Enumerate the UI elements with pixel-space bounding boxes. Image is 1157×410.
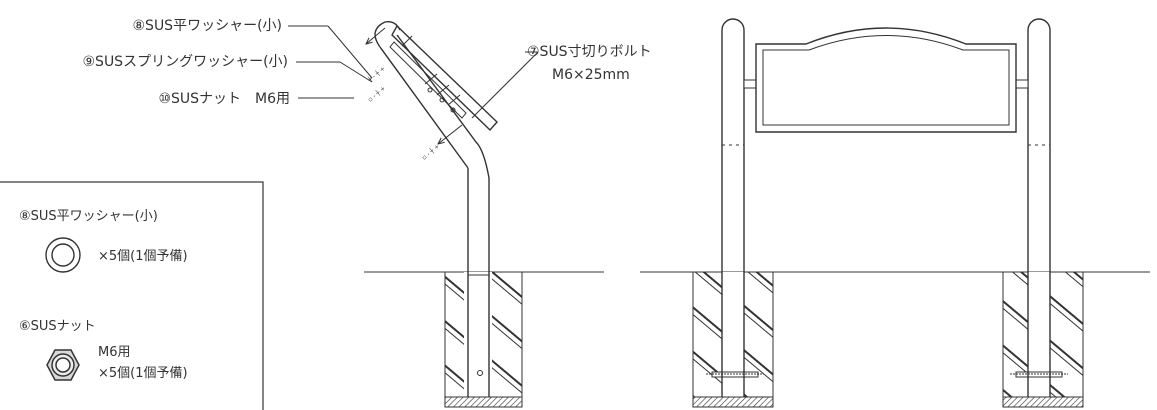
exploded-parts-3: ▫ - ┼ + [420,142,441,161]
foundation-right [1002,272,1084,408]
arrow-top [366,27,386,44]
exploded-parts-2: ▫ - ┼ + [366,84,387,103]
side-view: ╪ - ┼ + ▫ - ┼ + ▫ - ┼ + [364,20,604,408]
callout-washer-flat: ⑧SUS平ワッシャー(小) [133,18,283,34]
callouts: ⑧SUS平ワッシャー(小) ⑨SUSスプリングワッシャー(小) ⑩SUSナット … [83,18,652,119]
parts-item1-qty: ×5個(1個予備) [98,248,188,264]
arrow-bottom [438,124,463,144]
callout-washer-spring: ⑨SUSスプリングワッシャー(小) [83,54,289,70]
sign-plate-side [389,24,498,132]
post-right [1027,18,1051,397]
foundation-left [692,272,774,408]
post-left [721,18,745,397]
flat-washer-icon [45,237,81,273]
callout-nut: ⑩SUSナット M6用 [158,91,290,107]
hex-nut-icon [46,349,80,381]
parts-item1-title: ⑧SUS平ワッシャー(小) [19,209,158,224]
callout-bolt-line2: M6×25mm [552,67,630,83]
parts-box: ⑧SUS平ワッシャー(小) ×5個(1個予備) ⑥SUSナット M6用 ×5個(… [0,181,264,410]
post-side [467,168,490,397]
callout-bolt-line1: ⑦SUS寸切りボルト [527,44,652,60]
foundation-side [444,272,523,408]
parts-item2-qty: ×5個(1個予備) [98,365,188,381]
bracket-left [743,79,757,89]
parts-item2-size: M6用 [98,345,131,360]
bracket-right [1015,79,1029,89]
sign-panel-front [755,27,1017,133]
parts-item2-title: ⑥SUSナット [19,319,96,334]
front-view [640,18,1150,408]
